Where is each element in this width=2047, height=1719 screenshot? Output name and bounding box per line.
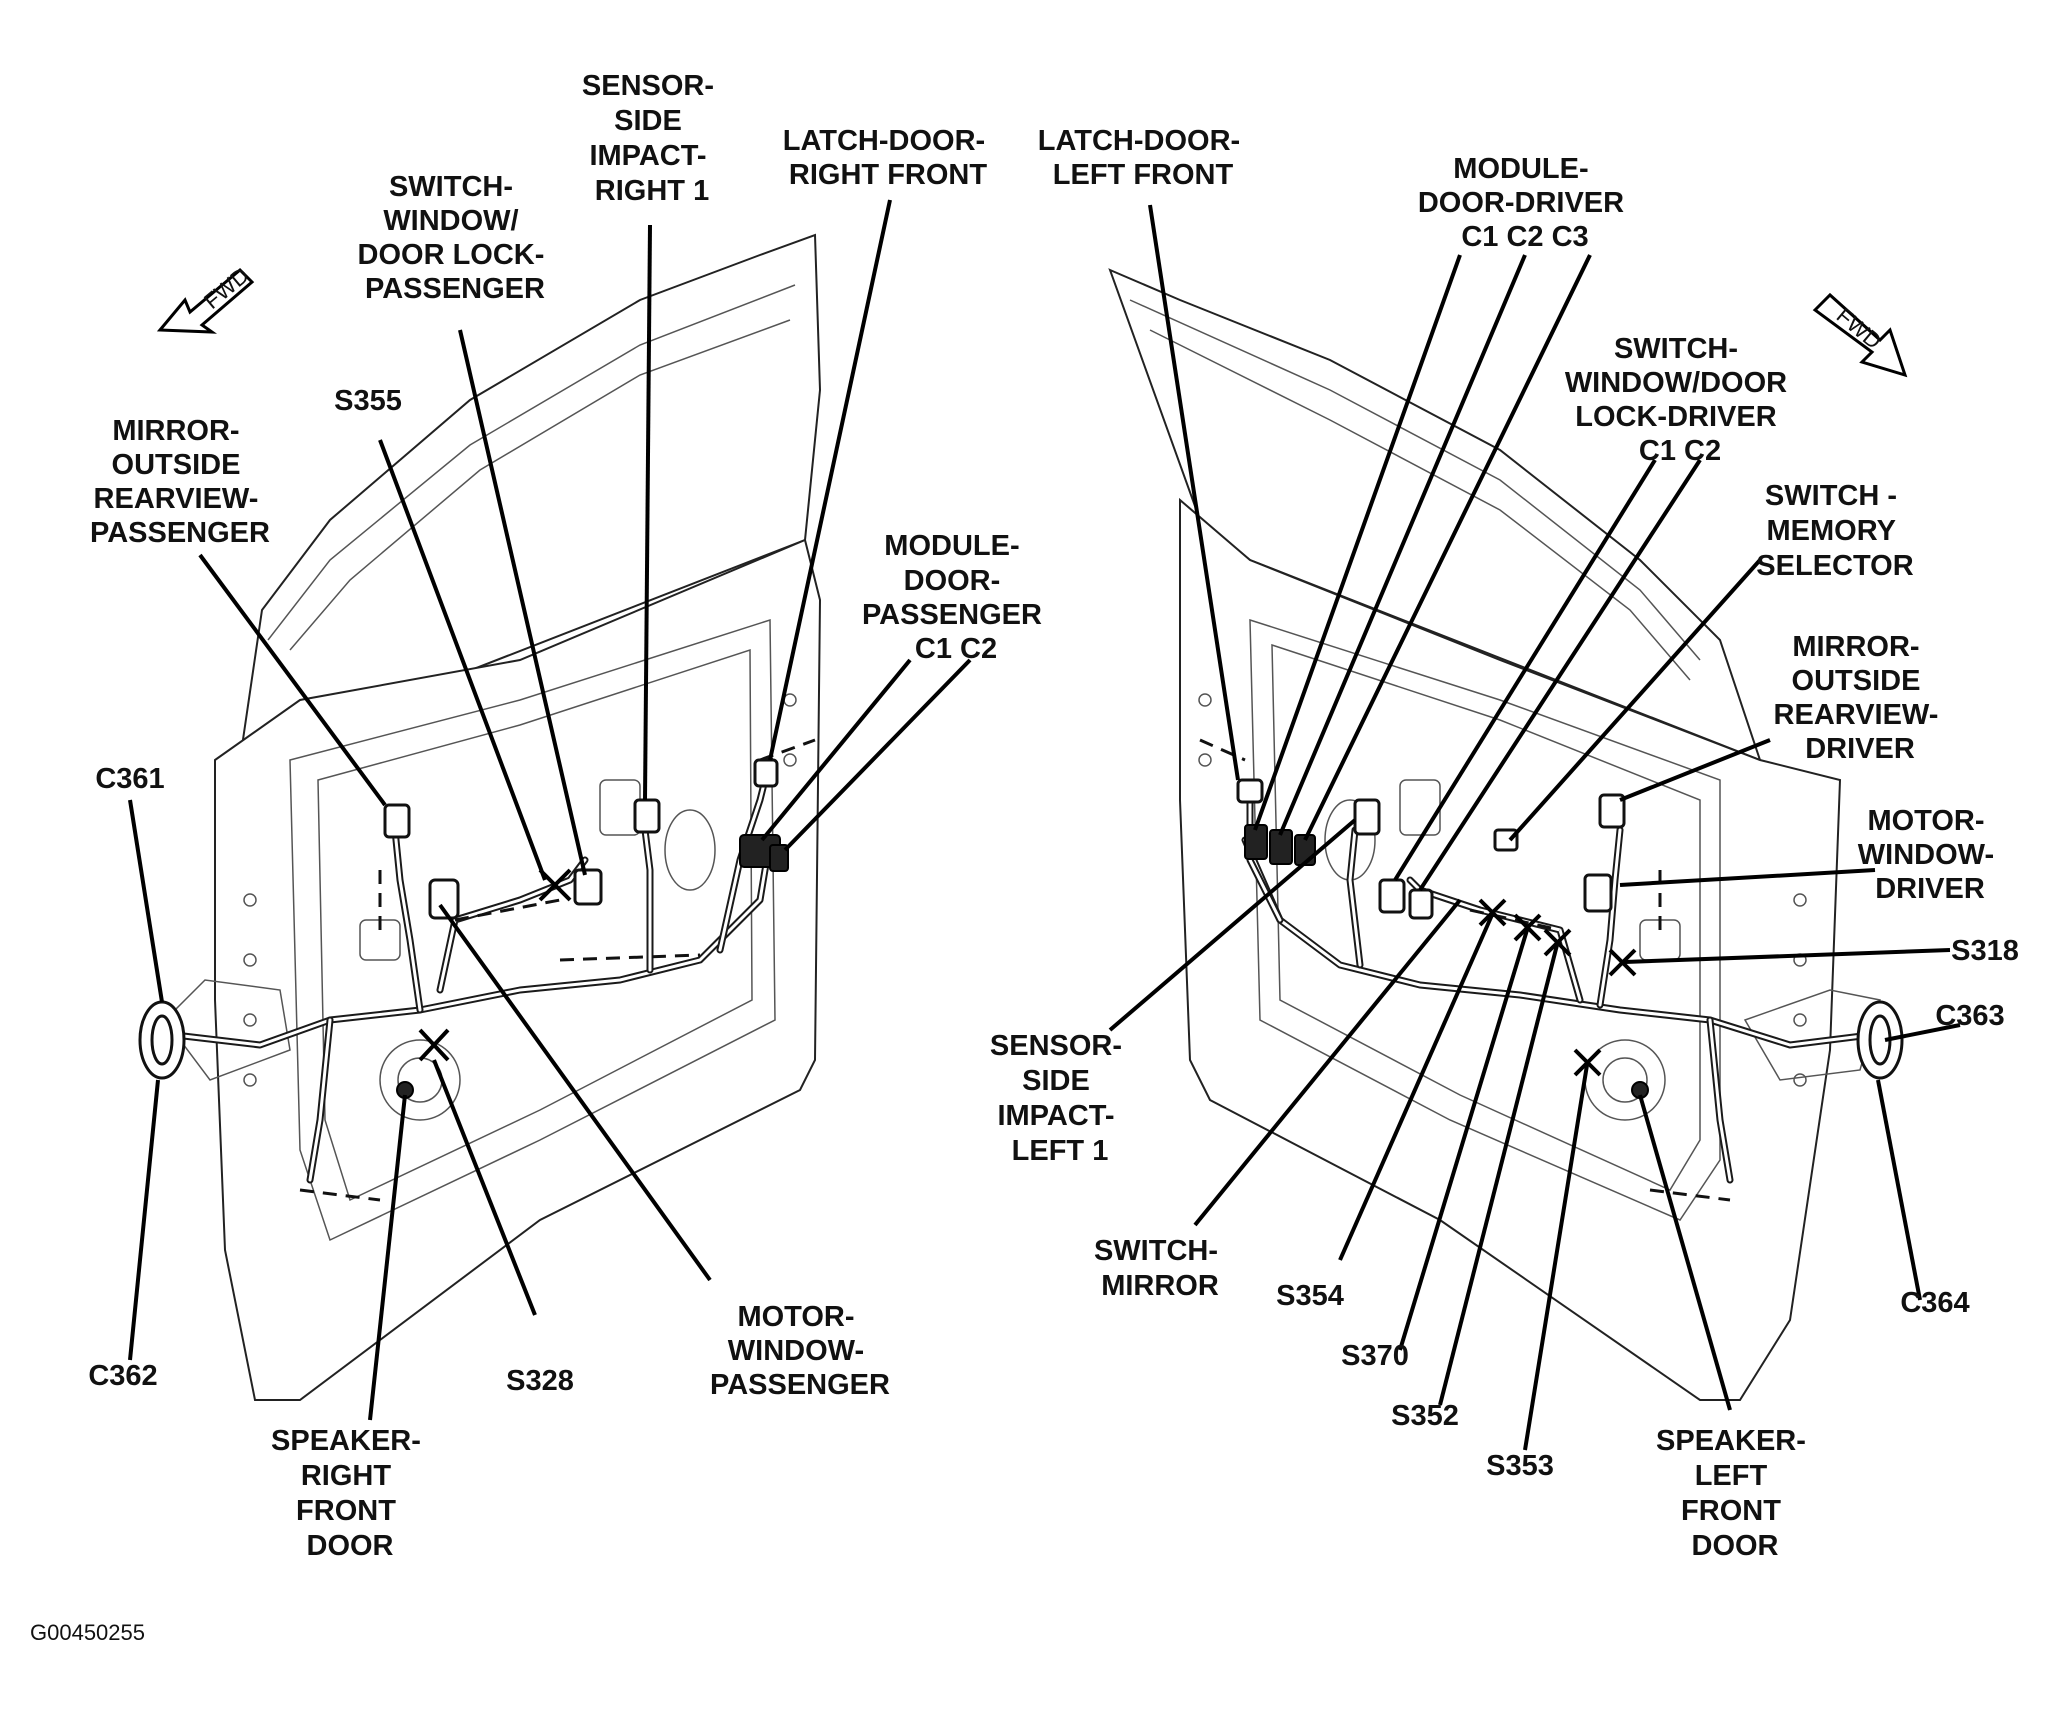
label-sensor-side-impact-right: SENSOR- SIDE IMPACT- RIGHT 1 xyxy=(582,70,722,207)
label-speaker-left-front: SPEAKER- LEFT FRONT DOOR xyxy=(1656,1425,1814,1562)
label-s354: S354 xyxy=(1276,1280,1344,1312)
label-s318: S318 xyxy=(1951,935,2019,967)
left-leader-lines xyxy=(128,199,972,1421)
right-leader-lines xyxy=(1108,204,1961,1451)
label-latch-door-left-front: LATCH-DOOR- LEFT FRONT xyxy=(1038,125,1248,191)
label-s353: S353 xyxy=(1486,1450,1554,1482)
label-motor-window-passenger: MOTOR- WINDOW- PASSENGER xyxy=(710,1301,890,1401)
label-motor-window-driver: MOTOR- WINDOW- DRIVER xyxy=(1858,805,2002,905)
fwd-arrow-left-icon: FWD xyxy=(156,262,255,334)
label-switch-memory-selector: SWITCH - MEMORY SELECTOR xyxy=(1756,480,1913,582)
label-switch-mirror: SWITCH- MIRROR xyxy=(1094,1235,1226,1302)
label-module-door-driver: MODULE- DOOR-DRIVER C1 C2 C3 xyxy=(1418,153,1632,253)
figure-code: G00450255 xyxy=(30,1620,145,1645)
label-s355: S355 xyxy=(334,385,402,417)
label-c362: C362 xyxy=(88,1360,157,1392)
label-s370: S370 xyxy=(1341,1340,1409,1372)
label-c364: C364 xyxy=(1900,1287,1969,1319)
fwd-arrow-right-icon: FWD xyxy=(1812,292,1908,378)
label-mirror-outside-passenger: MIRROR- OUTSIDE REARVIEW- PASSENGER xyxy=(90,415,270,549)
driver-door-drawing xyxy=(1108,268,1904,1401)
label-latch-door-right-front: LATCH-DOOR- RIGHT FRONT xyxy=(783,125,993,191)
label-mirror-outside-driver: MIRROR- OUTSIDE REARVIEW- DRIVER xyxy=(1774,631,1947,765)
label-s352: S352 xyxy=(1391,1400,1459,1432)
label-switch-window-driver: SWITCH- WINDOW/DOOR LOCK-DRIVER C1 C2 xyxy=(1565,333,1795,467)
label-sensor-side-impact-left: SENSOR- SIDE IMPACT- LEFT 1 xyxy=(990,1030,1130,1167)
label-speaker-right-front: SPEAKER- RIGHT FRONT DOOR xyxy=(271,1425,429,1562)
label-c361: C361 xyxy=(95,763,164,795)
label-c363: C363 xyxy=(1935,1000,2004,1032)
label-s328: S328 xyxy=(506,1365,574,1397)
label-module-door-passenger: MODULE- DOOR- PASSENGER C1 C2 xyxy=(862,530,1050,665)
label-switch-window-passenger: SWITCH- WINDOW/ DOOR LOCK- PASSENGER xyxy=(358,171,553,305)
passenger-door-drawing xyxy=(138,233,822,1401)
